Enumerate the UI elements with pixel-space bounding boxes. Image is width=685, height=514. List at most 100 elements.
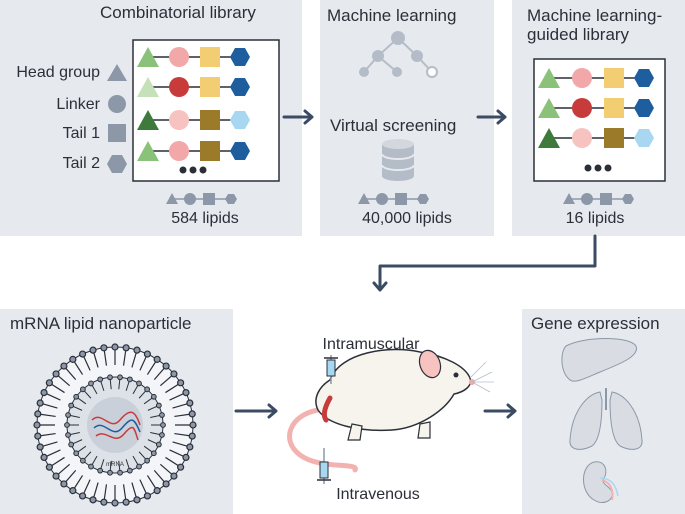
guided-title-line1: Machine learning- xyxy=(527,6,663,25)
lipid-head xyxy=(153,487,161,495)
lipid-head xyxy=(60,362,68,370)
lipid-head xyxy=(111,343,119,351)
arrow-lnp-to-mouse xyxy=(234,403,278,419)
legend-tail2-hexagon-icon xyxy=(107,155,127,173)
lipid-head xyxy=(89,346,97,354)
lipid-head xyxy=(150,393,157,400)
lipid-row xyxy=(137,77,250,97)
ml-count: 40,000 lipids xyxy=(362,210,452,227)
ellipsis-dots xyxy=(179,166,207,174)
legend-linker-circle-icon xyxy=(108,95,126,113)
arrow-mouse-to-gene xyxy=(483,403,517,419)
lipid-head xyxy=(126,376,133,383)
lipid-head xyxy=(73,450,80,457)
lipid-head xyxy=(160,422,166,428)
lipid-head xyxy=(107,374,113,381)
lipid-head xyxy=(144,386,151,393)
lipid-head xyxy=(117,374,123,381)
lipid-glyph-icon xyxy=(563,193,634,205)
lipid-head xyxy=(107,469,113,476)
lipid-head xyxy=(33,421,41,429)
lipid-head xyxy=(170,370,178,378)
lipid-head xyxy=(60,480,68,488)
lipid-head xyxy=(177,463,185,471)
lipid-head xyxy=(69,355,77,363)
lipid-head xyxy=(136,463,142,470)
lipid-head xyxy=(186,399,194,407)
lipid-head xyxy=(45,463,53,471)
lipid-row xyxy=(137,47,250,67)
lipid-head xyxy=(144,457,151,464)
lipid-head xyxy=(126,467,133,474)
lipid-head xyxy=(79,386,86,393)
lipid-head xyxy=(136,380,142,387)
lipid-head xyxy=(36,443,44,451)
lipid-head xyxy=(143,350,152,358)
lipid-head xyxy=(52,370,60,378)
lipid-head xyxy=(182,453,190,462)
lipid-head xyxy=(162,362,170,370)
lipid-head xyxy=(88,380,94,387)
lipid-head xyxy=(34,432,42,440)
lipid-head xyxy=(100,344,108,352)
lipid-head xyxy=(73,393,80,400)
lipid-head xyxy=(133,496,141,504)
syringe-icon xyxy=(317,448,331,484)
lipid-head xyxy=(97,467,104,474)
lipid-head xyxy=(111,499,119,507)
lipid-head xyxy=(36,399,44,407)
lipid-head xyxy=(159,412,165,418)
lnp-core-label: mRNA xyxy=(106,462,124,468)
lipid-head xyxy=(69,487,77,495)
lipid-head xyxy=(65,412,71,418)
lipid-head xyxy=(155,441,162,448)
lipid-head xyxy=(34,410,42,418)
library-count: 584 lipids xyxy=(171,210,239,227)
lipid-head xyxy=(78,350,87,358)
lipid-head xyxy=(143,492,152,500)
lipid-row xyxy=(137,110,250,130)
ellipsis-dots xyxy=(584,164,612,172)
lipid-head xyxy=(177,379,185,387)
lipid-head xyxy=(188,410,196,418)
lipid-head xyxy=(186,443,194,451)
lipid-head xyxy=(162,480,170,488)
lipid-row xyxy=(538,98,654,118)
legend-linker-label: Linker xyxy=(56,96,100,113)
lipid-head xyxy=(97,376,104,383)
arrow-guided-to-lnp xyxy=(372,234,597,292)
arrow-ml-to-guided xyxy=(476,109,507,125)
lipid-head xyxy=(100,498,108,506)
lipid-head xyxy=(188,432,196,440)
guided-title-line2: guided library xyxy=(527,25,630,44)
lipid-head xyxy=(133,346,141,354)
lipid-head xyxy=(65,432,71,438)
ml-subtitle: Virtual screening xyxy=(330,116,457,135)
lipid-head xyxy=(155,402,162,409)
lipid-head xyxy=(40,388,48,397)
guided-count: 16 lipids xyxy=(565,210,625,227)
lipid-head xyxy=(159,432,165,438)
lungs-icon xyxy=(569,388,643,450)
lipid-head xyxy=(150,450,157,457)
lipid-head xyxy=(40,453,48,462)
lipid-head xyxy=(89,496,97,504)
lipid-row xyxy=(538,68,654,88)
lipid-head xyxy=(182,388,190,397)
syringe-icon xyxy=(324,355,338,384)
lipid-head xyxy=(45,379,53,387)
lipid-head xyxy=(189,421,197,429)
lipid-glyph-icon xyxy=(358,193,429,205)
library-title: Combinatorial library xyxy=(100,3,256,22)
legend-tail2-label: Tail 2 xyxy=(62,155,100,172)
lnp-title: mRNA lipid nanoparticle xyxy=(10,314,192,333)
